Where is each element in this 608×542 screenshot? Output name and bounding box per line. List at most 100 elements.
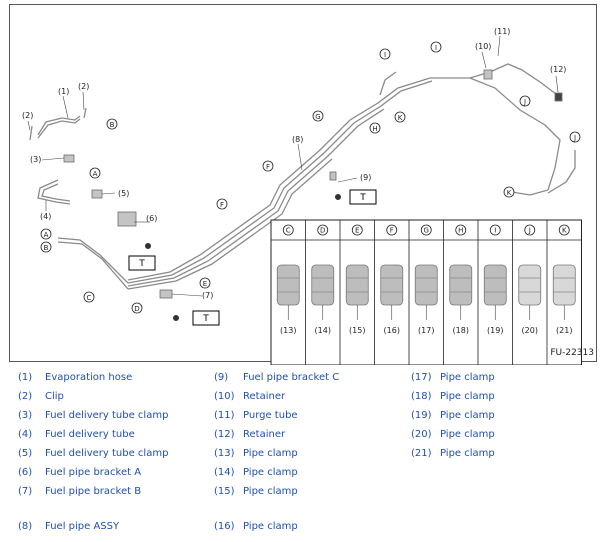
marker-k: K [398,114,403,122]
clamp-table: C(13)D(14)E(15)F(16)G(17)H(18)I(19)J(20)… [270,219,582,365]
pipe-clamp-shape [380,264,404,306]
marker-b: B [110,121,115,129]
legend-label: Pipe clamp [243,467,298,478]
callout-4: (4) [40,212,51,221]
legend-label: Fuel pipe bracket C [243,372,340,383]
clamp-header: F [390,227,394,235]
pipe-clamp-shape [483,264,507,306]
legend-number: (6) [18,467,33,478]
legend-label: Evaporation hose [45,372,133,383]
bolts [145,194,341,321]
evaporation-hose [29,107,87,141]
legend-number: (15) [214,486,235,497]
callout-2b: (2) [22,111,33,120]
fuel-line-diagram: T T T (1) (2) (2) (3) (4) (5) (6) (7) (8… [22,27,582,365]
legend-label: Pipe clamp [243,486,298,497]
callout-1: (1) [58,87,69,96]
marker-d: D [134,305,139,313]
legend-number: (3) [18,410,33,421]
legend-number: (7) [18,486,33,497]
location-marker-letters: A B A B C D E F F G H I I K J J K [44,44,576,313]
marker-e: E [203,280,207,288]
legend-number: (21) [411,448,432,459]
legend-label: Retainer [243,391,286,402]
marker-h: H [372,125,377,133]
legend-number: (5) [18,448,33,459]
legend-label: Fuel delivery tube clamp [45,410,169,421]
legend-number: (12) [214,429,235,440]
legend-number: (2) [18,391,33,402]
marker-a2: A [44,231,49,239]
legend-number: (8) [18,521,33,532]
clamp-header: K [562,227,567,235]
legend-number: (20) [411,429,432,440]
pipe-clamp-shape [449,264,473,306]
pipe-clamp-shape [518,264,542,306]
marker-k2: K [507,189,512,197]
legend-label: Pipe clamp [440,448,495,459]
legend-label: Clip [45,391,64,402]
pipe-clamp-shape [276,264,300,306]
legend-label: Fuel pipe bracket A [45,467,142,478]
marker-j: J [523,98,526,106]
clamp-header: C [286,227,291,235]
clamp-header: H [458,227,463,235]
callout-3: (3) [30,155,41,164]
callout-2: (2) [78,82,89,91]
legend-label: Pipe clamp [243,521,298,532]
pipe-clamp-shape [414,264,438,306]
marker-i: I [384,51,386,59]
clamp-header: J [528,227,531,235]
torque-label: T [138,259,145,269]
legend-number: (17) [411,372,432,383]
legend-number: (10) [214,391,235,402]
legend-label: Pipe clamp [440,391,495,402]
legend-label: Pipe clamp [440,372,495,383]
clamp-number: (16) [384,326,400,335]
legend-label: Pipe clamp [440,410,495,421]
legend-number: (9) [214,372,229,383]
legend-label: Fuel delivery tube [45,429,135,440]
pipe-clamp-shape [552,264,576,306]
legend-number: (14) [214,467,235,478]
callout-numbers: (1) (2) (2) (3) (4) (5) (6) (7) (8) (9) … [22,27,566,300]
callout-8: (8) [292,135,303,144]
clamp-header: D [320,227,325,235]
clamp-number: (21) [556,326,572,335]
legend-number: (18) [411,391,432,402]
clamp-number: (19) [487,326,503,335]
clamp-number: (13) [280,326,296,335]
torque-label: T [202,314,209,324]
legend-number: (19) [411,410,432,421]
figure-id: FU-22313 [550,348,594,358]
callout-10: (10) [475,42,491,51]
legend-number: (4) [18,429,33,440]
legend-number: (16) [214,521,235,532]
torque-boxes: T T T [128,189,377,326]
marker-b2: B [44,244,49,252]
marker-i2: I [435,44,437,52]
leader-lines [27,35,559,297]
callout-7: (7) [202,291,213,300]
fuel-delivery-tube [37,179,71,205]
callout-12: (12) [550,65,566,74]
legend-number: (1) [18,372,33,383]
pipe-clamps [63,69,563,299]
callout-9: (9) [360,173,371,182]
clamp-number: (20) [522,326,538,335]
callout-11: (11) [494,27,510,36]
legend-label: Retainer [243,429,286,440]
legend-label: Fuel delivery tube clamp [45,448,169,459]
callout-6: (6) [146,214,157,223]
clamp-number: (15) [349,326,365,335]
marker-f2: F [266,163,270,171]
legend-label: Pipe clamp [440,429,495,440]
legend-number: (13) [214,448,235,459]
clamp-number: (17) [418,326,434,335]
legend-label: Fuel pipe bracket B [45,486,142,497]
marker-a: A [93,170,98,178]
pipe-clamp-shape [345,264,369,306]
pipe-clamp-shape [311,264,335,306]
clamp-number: (14) [315,326,331,335]
clamp-number: (18) [453,326,469,335]
